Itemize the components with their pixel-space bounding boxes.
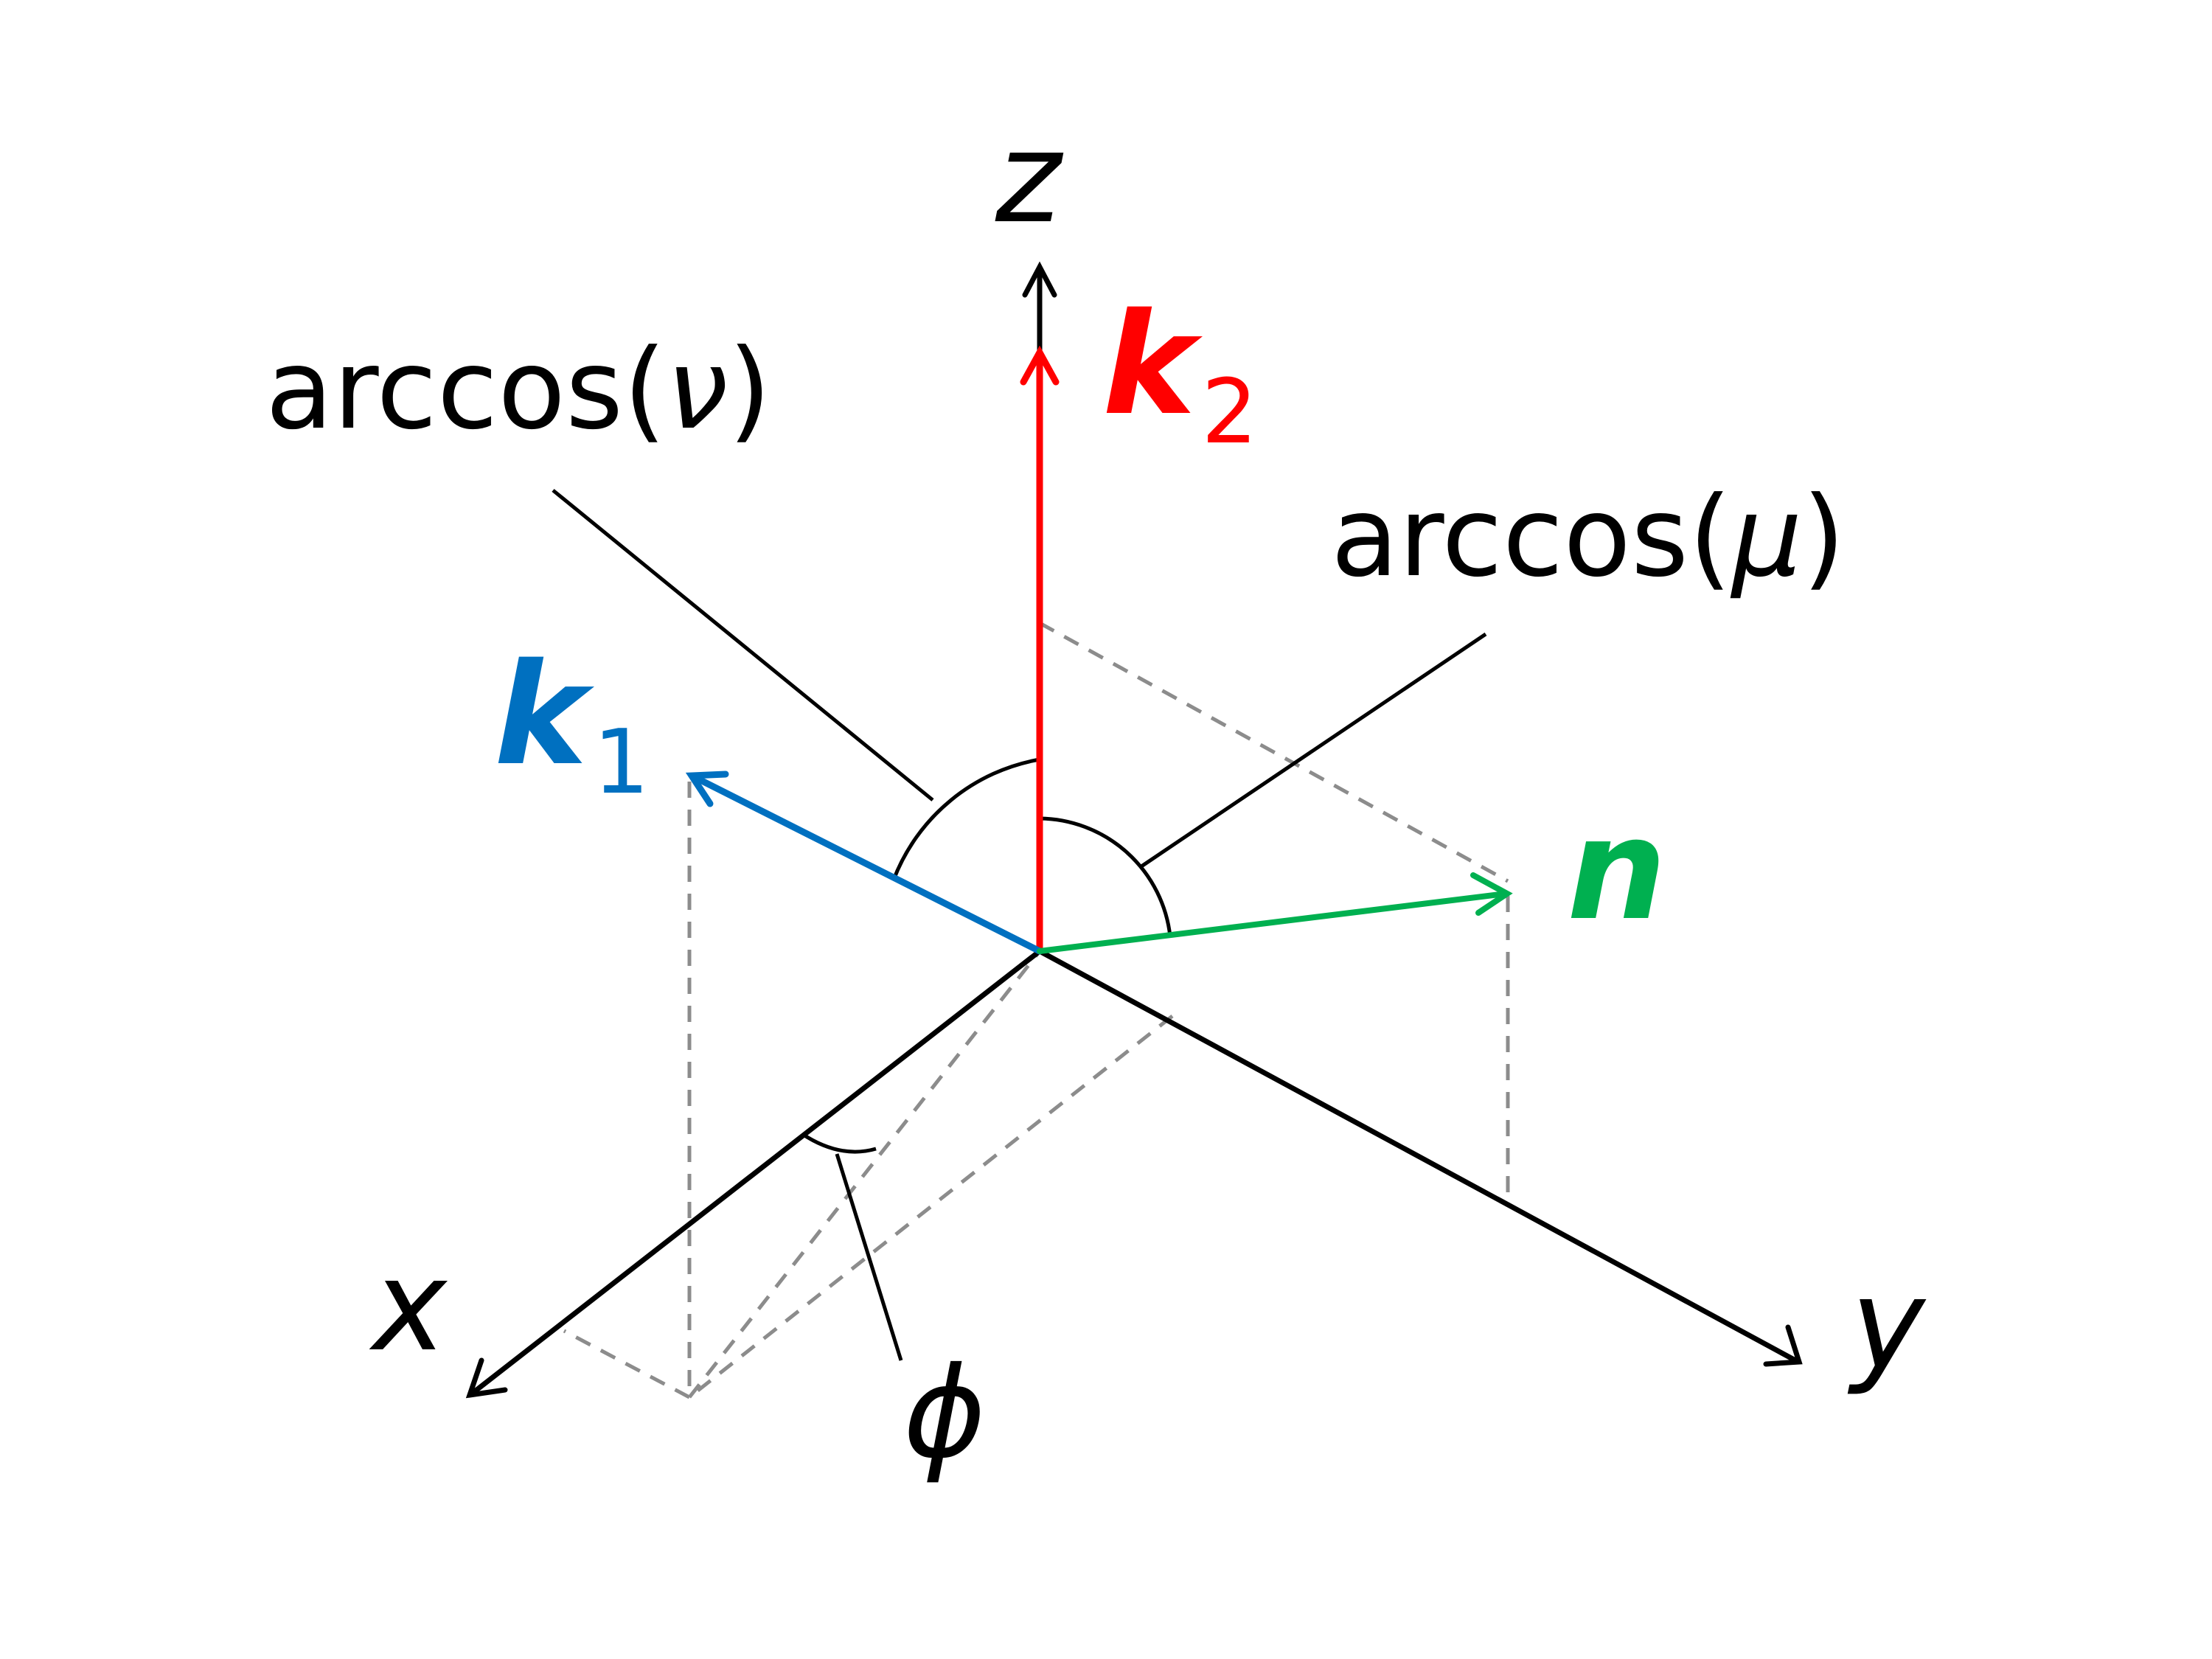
arccos-nu-label: arccos(ν) [265,326,771,454]
k1-arrowhead [685,771,729,807]
arccos-mu-close: ) [1802,473,1846,602]
nu-angle-arc [891,757,1040,880]
n-arrowhead [1470,872,1513,916]
vector-k1 [685,771,1043,955]
x-axis-line [469,948,1043,1397]
z-axis-label: z [995,105,1064,251]
nu-symbol: ν [667,326,728,454]
arccos-nu-func: arccos( [265,326,667,454]
k1-arrow-line [689,773,1043,955]
n-arrow-line [1037,891,1509,954]
n-label: n [1567,788,1666,951]
k1-symbol: k [494,633,594,796]
vector-k2 [1020,345,1060,955]
z-axis-arrowhead [1022,261,1057,298]
k2-subscript: 2 [1201,361,1257,464]
x-axis-label: x [369,1234,448,1380]
k1-projection-to-origin [688,950,1041,1399]
k1-subscript: 1 [593,712,649,814]
arccos-nu-close: ) [728,326,771,454]
k1-projection-to-x [563,1329,691,1399]
arccos-mu-label: arccos(μ) [1331,473,1846,602]
vector-n [1037,872,1513,954]
arccos-mu-func: arccos( [1331,473,1732,602]
phi-angle-arc [801,1132,877,1154]
n-projection-to-k2 [1038,621,1509,883]
projection-lines [563,621,1510,1399]
mu-symbol: μ [1731,473,1802,602]
y-axis-arrowhead [1763,1324,1803,1367]
k2-label: k2 [1102,283,1258,464]
angle-annotations [552,489,1487,1361]
k1-label: k1 [494,633,650,814]
mu-leader-line [1140,632,1487,869]
y-axis-label: y [1847,1252,1927,1398]
nu-leader-line [552,489,934,801]
mu-angle-arc [1039,816,1172,937]
k2-arrowhead [1020,345,1060,386]
phi-label: ϕ [903,1340,986,1486]
phi-leader-line [835,1153,903,1361]
y-projection-to-base [688,1015,1174,1399]
x-axis-arrowhead [465,1357,508,1399]
y-axis-line [1037,948,1798,1363]
k2-symbol: k [1102,283,1203,446]
